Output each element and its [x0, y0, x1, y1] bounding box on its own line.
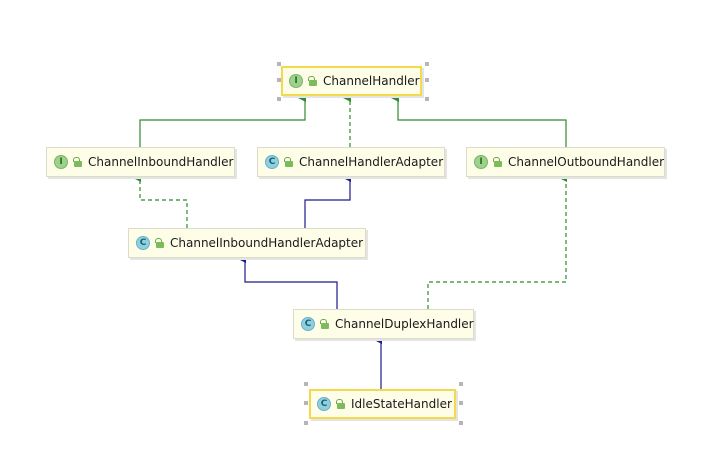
interface-icon: I: [289, 74, 303, 88]
public-visibility-icon: [319, 319, 329, 329]
selection-handle[interactable]: [304, 401, 308, 405]
node-label: ChannelDuplexHandler: [335, 317, 474, 331]
public-visibility-icon: [492, 157, 502, 167]
node-channel-inbound-handler-adapter[interactable]: C ChannelInboundHandlerAdapter: [128, 228, 366, 258]
public-visibility-icon: [154, 238, 164, 248]
selection-handle[interactable]: [277, 78, 281, 82]
selection-handle[interactable]: [277, 62, 281, 66]
public-visibility-icon: [72, 157, 82, 167]
node-channel-handler-adapter[interactable]: C ChannelHandlerAdapter: [257, 147, 445, 177]
node-label: ChannelHandler: [323, 74, 420, 88]
selection-handle[interactable]: [425, 62, 429, 66]
node-channel-handler[interactable]: I ChannelHandler: [281, 66, 422, 96]
node-label: ChannelInboundHandlerAdapter: [170, 236, 364, 250]
edge-duplex-to-outbound: [427, 172, 567, 309]
edge-duplex-to-inboundadapter: [236, 253, 338, 309]
class-icon: C: [265, 155, 279, 169]
selection-handle[interactable]: [459, 382, 463, 386]
selection-handle[interactable]: [277, 97, 281, 101]
selection-handle[interactable]: [459, 421, 463, 425]
selection-handle[interactable]: [459, 401, 463, 405]
selection-handle[interactable]: [425, 97, 429, 101]
public-visibility-icon: [283, 157, 293, 167]
node-channel-inbound-handler[interactable]: I ChannelInboundHandler: [46, 147, 235, 177]
public-visibility-icon: [335, 399, 345, 409]
node-label: ChannelHandlerAdapter: [299, 155, 444, 169]
node-label: IdleStateHandler: [351, 397, 452, 411]
selection-handle[interactable]: [304, 421, 308, 425]
edge-inboundadapter-to-adapter: [304, 172, 351, 228]
class-icon: C: [136, 236, 150, 250]
selection-handle[interactable]: [304, 382, 308, 386]
node-channel-duplex-handler[interactable]: C ChannelDuplexHandler: [293, 309, 474, 339]
edge-outbound-to-handler: [389, 92, 567, 147]
node-label: ChannelOutboundHandler: [508, 155, 665, 169]
public-visibility-icon: [307, 76, 317, 86]
class-icon: C: [301, 317, 315, 331]
interface-icon: I: [474, 155, 488, 169]
interface-icon: I: [54, 155, 68, 169]
node-idle-state-handler[interactable]: C IdleStateHandler: [309, 389, 456, 419]
edge-inbound-to-handler: [139, 92, 306, 147]
edge-inboundadapter-to-inbound: [131, 172, 188, 228]
selection-handle[interactable]: [425, 78, 429, 82]
node-channel-outbound-handler[interactable]: I ChannelOutboundHandler: [466, 147, 665, 177]
class-icon: C: [317, 397, 331, 411]
node-label: ChannelInboundHandler: [88, 155, 234, 169]
